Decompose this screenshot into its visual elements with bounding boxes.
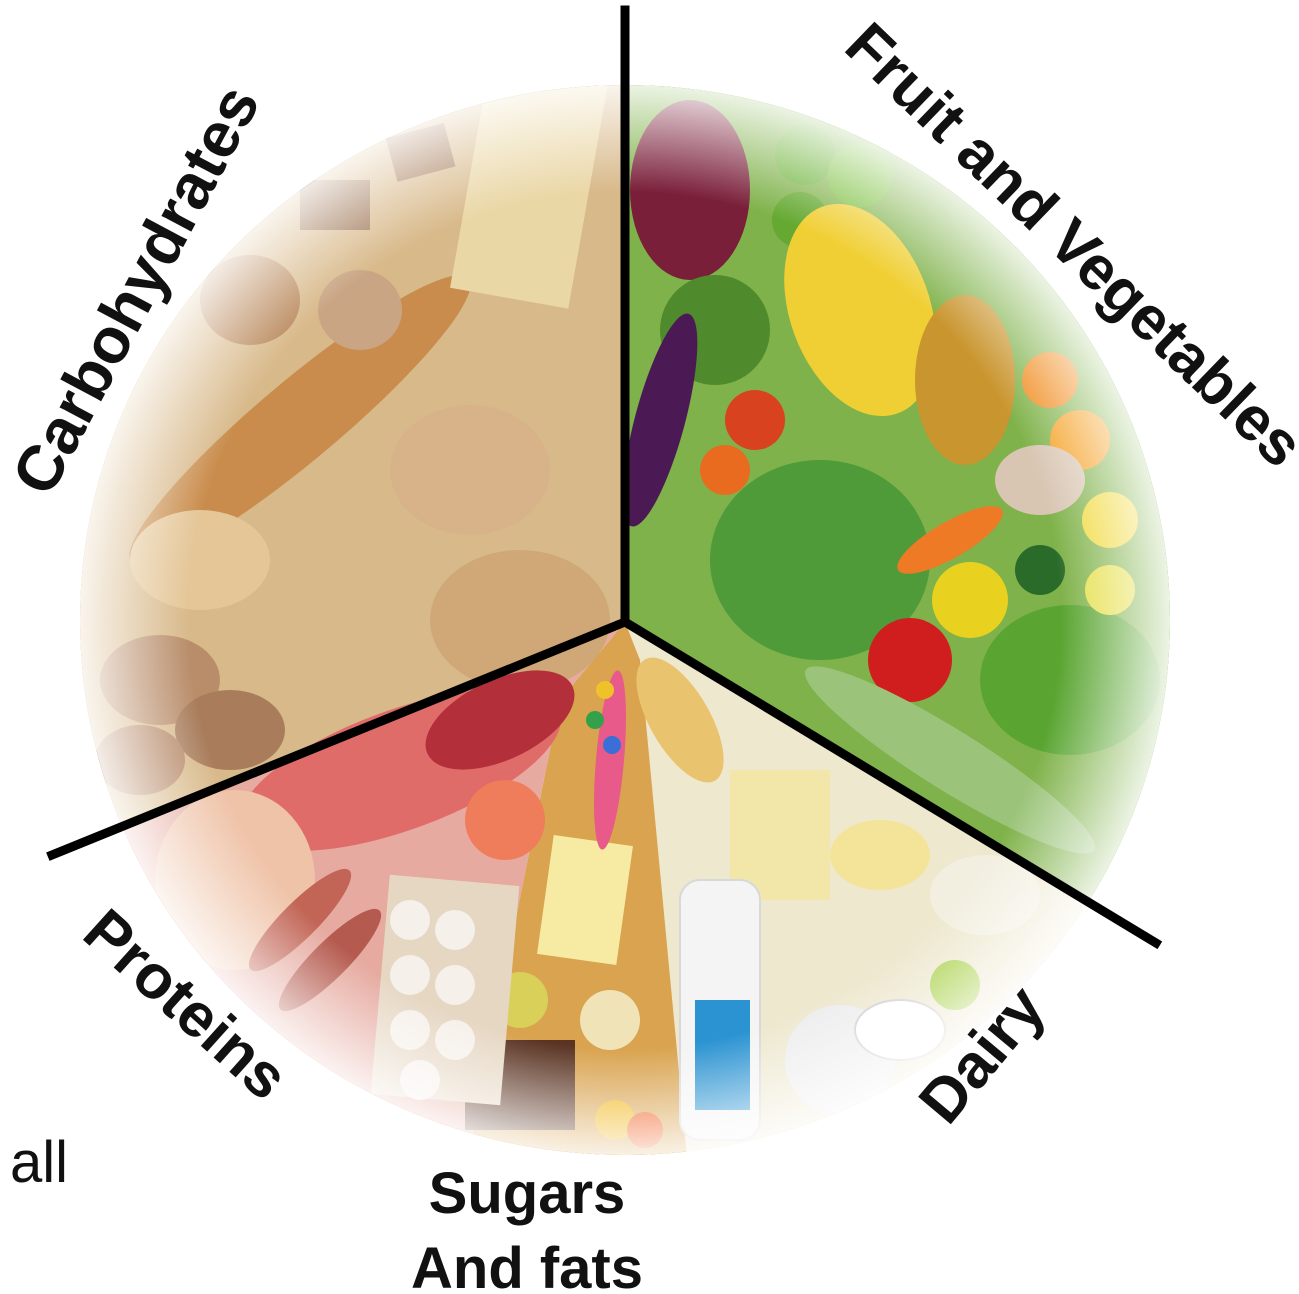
sugars-and-fats-label-line2: And fats: [411, 1236, 643, 1294]
sugars-and-fats-label-line1: Sugars: [429, 1161, 626, 1226]
stray-text: all: [10, 1130, 68, 1195]
